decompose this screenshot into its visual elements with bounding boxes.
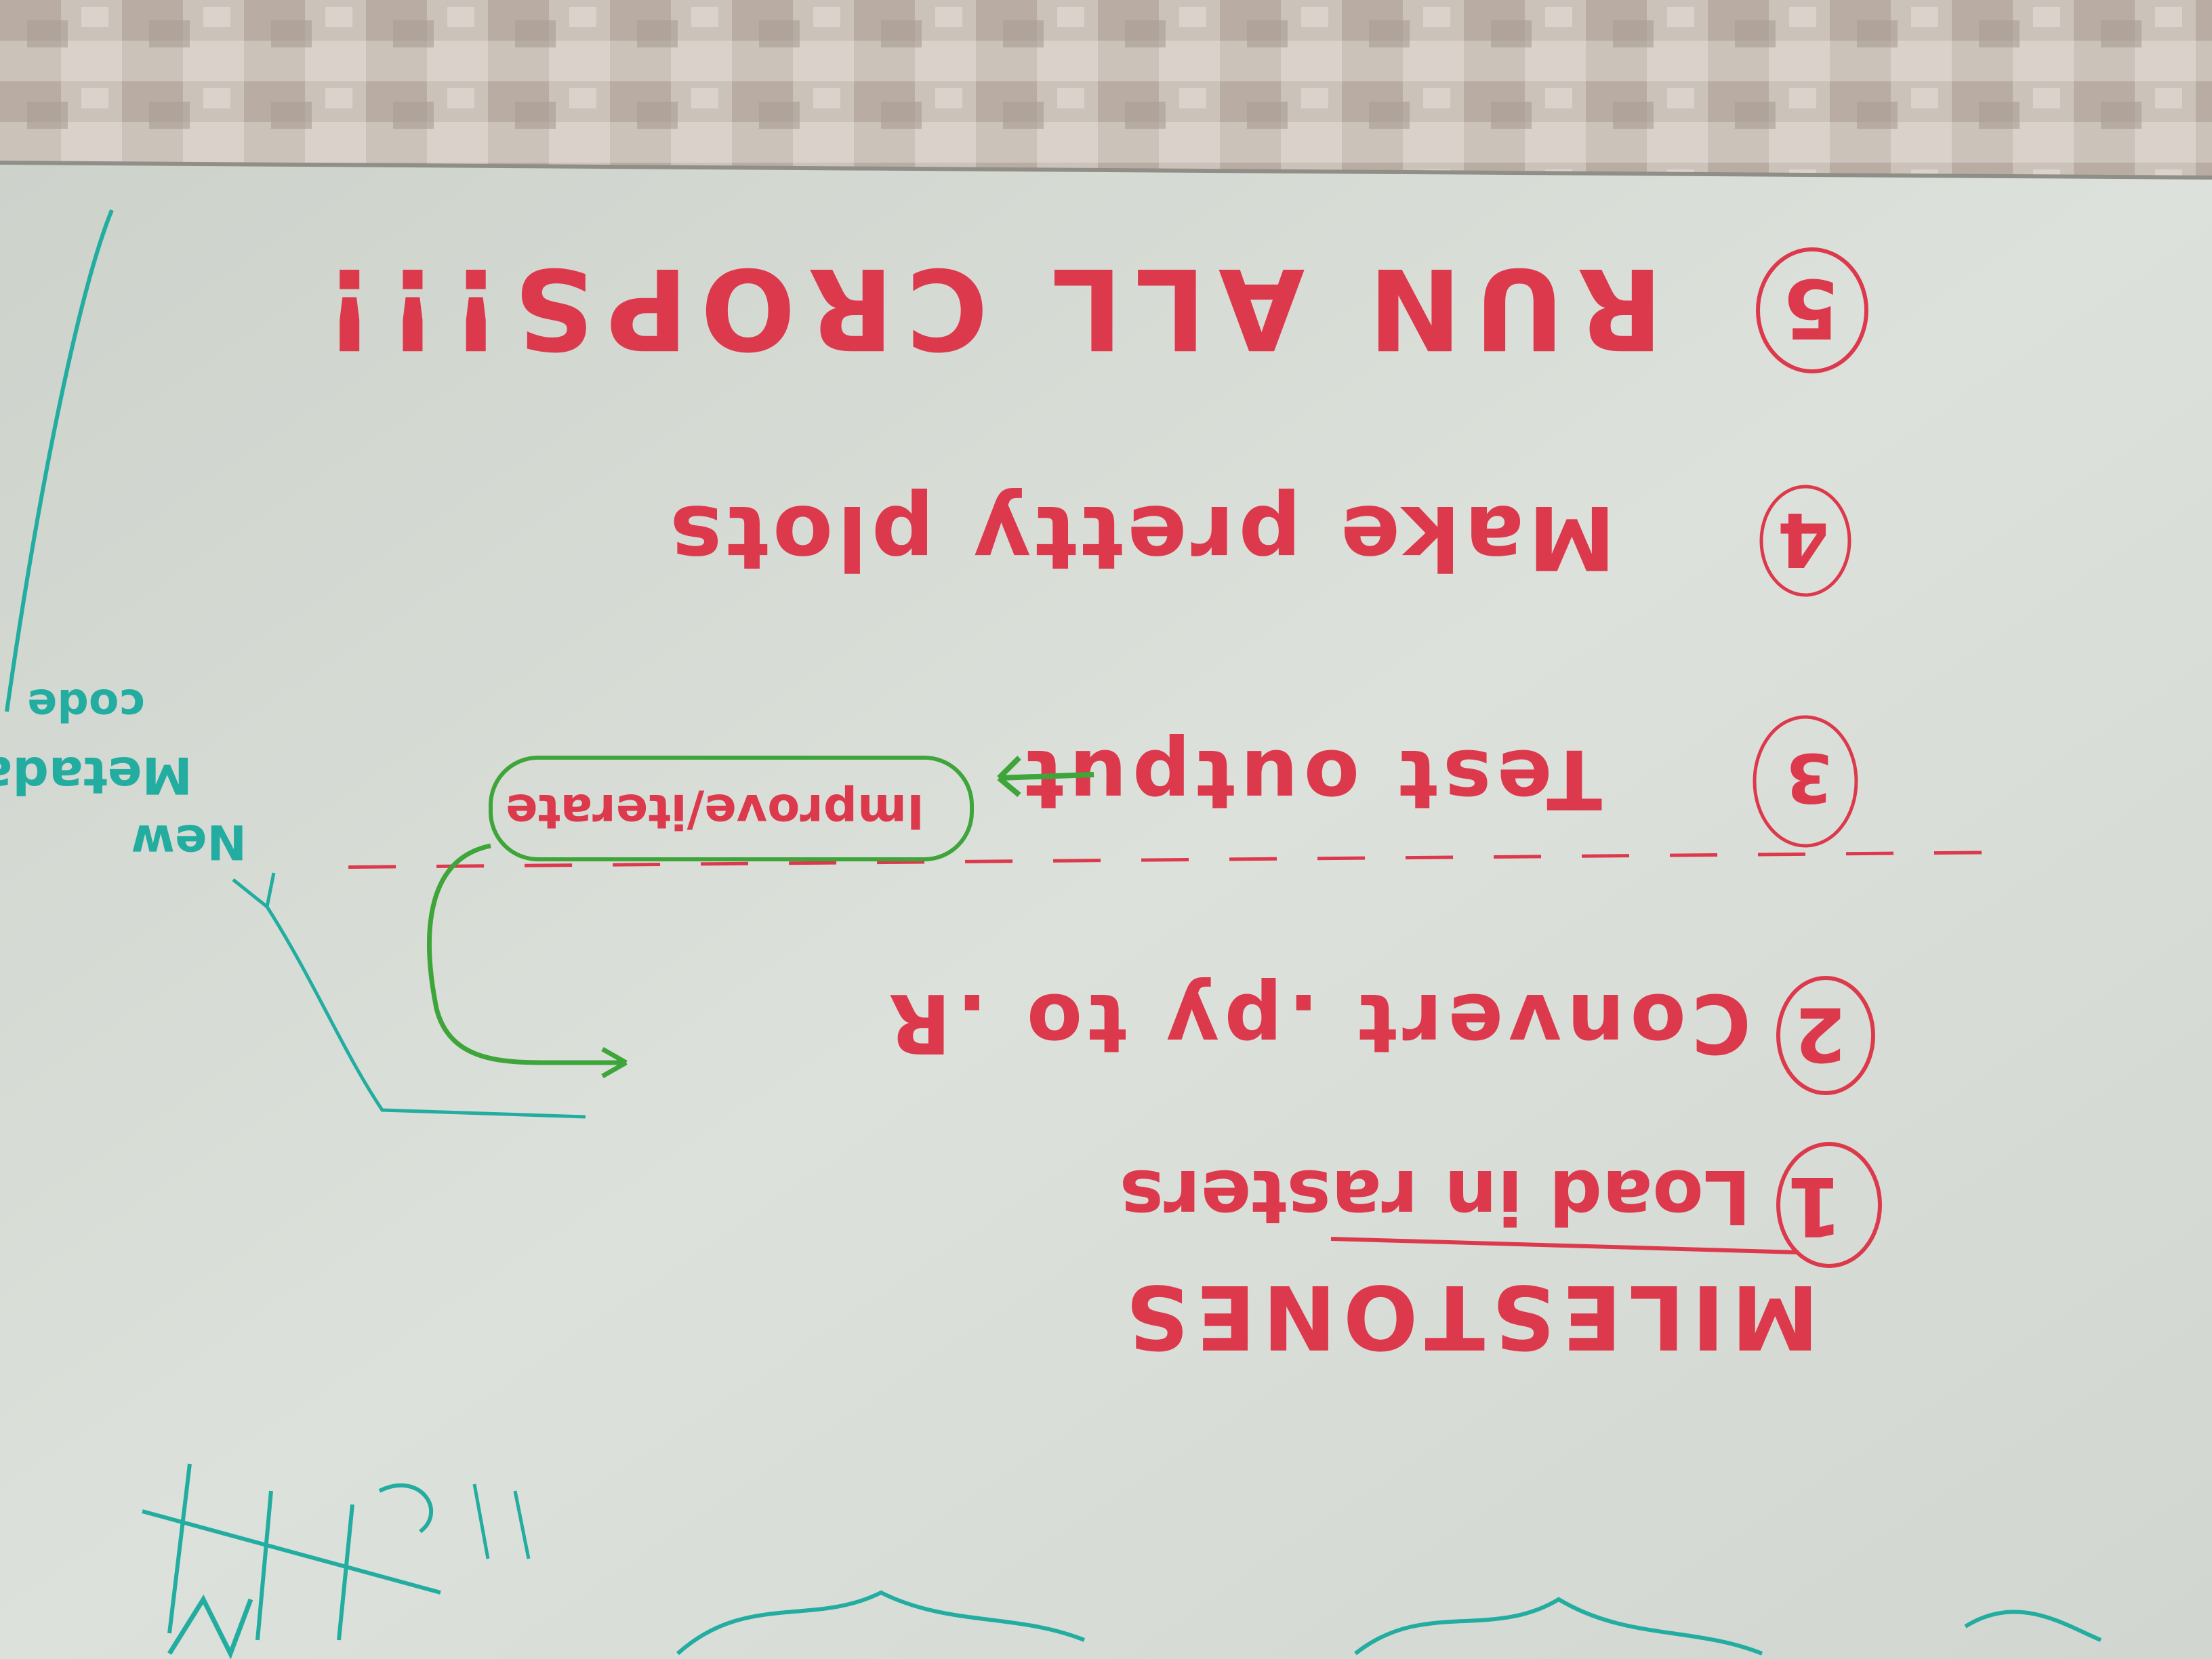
green-arrow-loop-back (427, 843, 628, 1079)
milestone-4-text: Make pretty plots (665, 486, 1616, 589)
teal-bracket-arrow (232, 872, 586, 1119)
teal-side-note: New Metadata code (0, 679, 586, 1119)
milestone-5: 5 RUN ALL CROPS!!! (312, 243, 1868, 373)
whiteboard-top-edge (0, 161, 2212, 180)
improve-iterate-label: Improve/iterate (506, 783, 924, 839)
milestone-3: 3 Test output (1019, 715, 1858, 848)
side-note-line-1: New (131, 814, 247, 869)
milestone-2-number: 2 (1794, 991, 1846, 1078)
dashed-separator (314, 851, 1982, 869)
milestone-3-text: Test output (1019, 731, 1602, 825)
whiteboard-surface (0, 161, 2212, 1659)
improve-iterate-loop: Improve/iterate (427, 756, 1094, 1079)
milestone-2-circle (1776, 976, 1875, 1095)
milestones-title: MILESTONES (1119, 1265, 1819, 1368)
milestone-4-circle (1759, 485, 1851, 597)
milestone-5-text: RUN ALL CROPS!!! (312, 243, 1663, 373)
milestone-4: 4 Make pretty plots (665, 485, 1851, 597)
milestone-2-text: Convert .py to .R (883, 975, 1751, 1069)
milestone-3-number: 3 (1785, 738, 1832, 817)
side-note-line-2: Metadata (0, 745, 192, 805)
milestone-1-text: Load in rasters (1120, 1153, 1751, 1240)
milestone-5-number: 5 (1783, 260, 1840, 354)
carpet-background (0, 0, 2212, 176)
milestone-3-circle (1753, 715, 1858, 848)
title-underline (1330, 1237, 1799, 1254)
milestone-1-number: 1 (1786, 1158, 1843, 1252)
milestone-4-number: 4 (1777, 496, 1829, 583)
side-note-line-3: code (27, 679, 145, 730)
milestone-2: 2 Convert .py to .R (883, 975, 1875, 1095)
milestone-1-circle (1776, 1142, 1882, 1268)
milestone-5-circle (1756, 247, 1868, 373)
teal-bottom-scribbles (142, 1463, 2102, 1659)
milestone-1: 1 Load in rasters (1120, 1142, 1882, 1268)
teal-margin-line (5, 209, 114, 712)
improve-iterate-bubble (489, 756, 974, 861)
green-arrow-to-test (997, 756, 1094, 798)
